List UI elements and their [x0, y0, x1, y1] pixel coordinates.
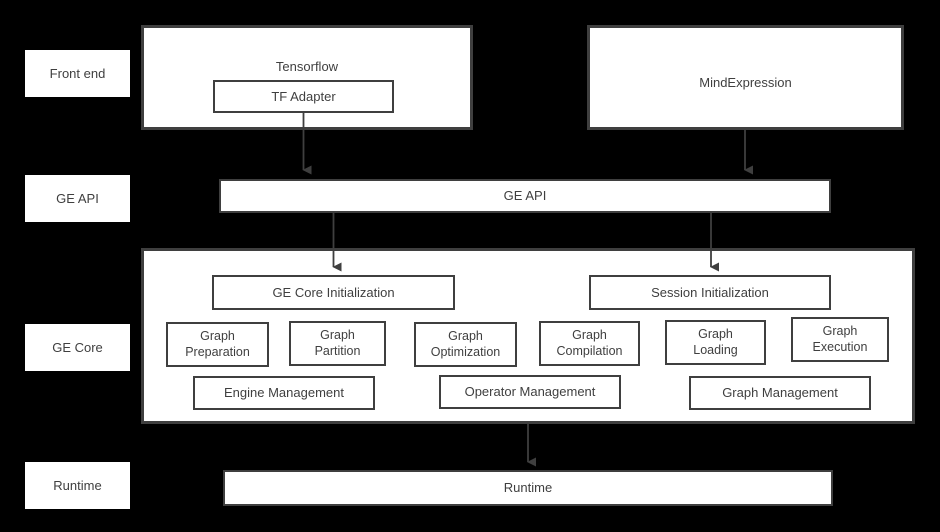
tensorflow-title: Tensorflow — [275, 59, 339, 74]
mindexpression-container[interactable]: MindExpression — [587, 25, 904, 130]
manager-engine-management[interactable]: Engine Management — [193, 376, 375, 410]
mindexpression-title: MindExpression — [699, 75, 792, 90]
manager-graph-management[interactable]: Graph Management — [689, 376, 871, 410]
stage-label-runtime: Runtime — [25, 462, 130, 509]
stage-label-ge-api: GE API — [25, 175, 130, 222]
tf-adapter-box[interactable]: TF Adapter — [213, 80, 394, 113]
module-graph-execution[interactable]: Graph Execution — [791, 317, 889, 362]
module-graph-compilation[interactable]: Graph Compilation — [539, 321, 640, 366]
module-graph-optimization[interactable]: Graph Optimization — [414, 322, 517, 367]
stage-label-ge-core: GE Core — [25, 324, 130, 371]
stage-label-text: GE Core — [52, 340, 103, 355]
stage-label-text: Runtime — [53, 478, 102, 493]
manager-operator-management[interactable]: Operator Management — [439, 375, 621, 409]
session-initialization-box[interactable]: Session Initialization — [589, 275, 831, 310]
runtime-bar[interactable]: Runtime — [223, 470, 833, 506]
stage-label-text: GE API — [56, 191, 99, 206]
ge-core-initialization-box[interactable]: GE Core Initialization — [212, 275, 455, 310]
stage-label-front-end: Front end — [25, 50, 130, 97]
module-graph-partition[interactable]: Graph Partition — [289, 321, 386, 366]
module-graph-preparation[interactable]: Graph Preparation — [166, 322, 269, 367]
module-graph-loading[interactable]: Graph Loading — [665, 320, 766, 365]
tensorflow-container[interactable]: Tensorflow — [141, 25, 473, 130]
ge-api-bar[interactable]: GE API — [219, 179, 831, 213]
stage-label-text: Front end — [49, 66, 106, 81]
